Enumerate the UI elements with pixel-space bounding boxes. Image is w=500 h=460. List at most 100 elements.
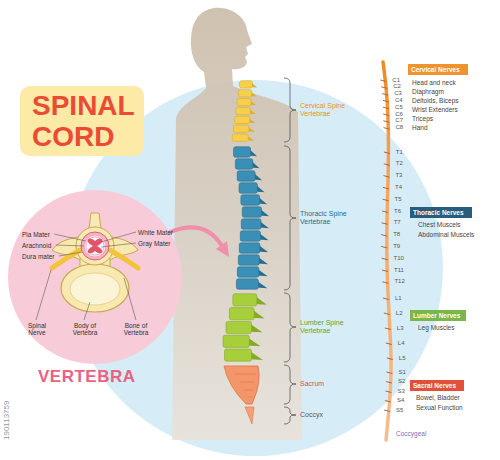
leader-line [124, 278, 136, 320]
leader-line [56, 245, 84, 246]
region-label: Coccyx [300, 411, 323, 419]
nerve-label: T12 [394, 278, 404, 285]
bracket [284, 146, 296, 290]
nerve-label: C7 [395, 117, 403, 124]
nerve-root-tick [381, 87, 387, 89]
nerve-root-tick [385, 401, 391, 403]
nerve-label: T6 [394, 208, 401, 215]
pointer-arrow [170, 227, 222, 246]
nerve-label: T4 [395, 184, 402, 191]
function-label: Bowel, Bladder [416, 394, 460, 401]
region-label: Sacrum [300, 380, 324, 388]
nerve-label: T7 [394, 219, 401, 226]
nerve-label: T9 [393, 243, 400, 250]
vertebra [238, 90, 252, 97]
leader-line [59, 252, 82, 256]
coccyx [245, 407, 254, 424]
nerve-root-tick [383, 298, 389, 300]
nerve-label: T5 [395, 196, 402, 203]
function-label: Deltoids, Biceps [412, 97, 459, 104]
vertebra [235, 116, 250, 123]
sacrum-segment [249, 397, 253, 398]
sacrum-segment [244, 390, 253, 391]
nerve-root-tick [384, 164, 390, 166]
nerve-label: L3 [397, 325, 404, 332]
nerve-root-tick [387, 358, 393, 360]
nerve-label: L5 [399, 355, 406, 362]
bracket [284, 365, 296, 404]
group-heading: Thoracic Nerves [413, 207, 469, 218]
nerve-root-tick [384, 410, 390, 412]
nerve-root-tick [382, 223, 388, 225]
nerve-root-tick [382, 211, 388, 213]
nerve-group-tag: Cervical Nerves [408, 64, 468, 75]
nerve-root-tick [383, 199, 389, 201]
nerve-label: T3 [395, 172, 402, 179]
part-label: Spinal Nerve [22, 322, 52, 336]
pointer-arrowhead [216, 241, 229, 257]
vertebra [237, 171, 255, 181]
vertebra [229, 308, 254, 320]
part-label: Pia Mater [22, 231, 50, 238]
vertebra [233, 125, 249, 132]
function-label: Abdominal Muscels [418, 231, 474, 238]
vertebra [240, 231, 260, 241]
vertebra [223, 335, 249, 347]
vertebra [241, 195, 260, 205]
bracket [284, 78, 296, 142]
nerve-root-tick [383, 107, 389, 109]
nerve-root-tick [382, 258, 388, 260]
nerve-root-tick [383, 114, 389, 116]
function-label: Leg Muscles [418, 324, 455, 331]
nerve-label: S3 [397, 388, 404, 395]
part-label: Gray Mater [138, 240, 171, 247]
vertebra [238, 255, 259, 265]
nerve-group-tag: Sacral Nerves [410, 380, 464, 391]
nerve-root-tick [386, 372, 392, 374]
vertebral-body-core [70, 273, 120, 305]
watermark: 190113759 [3, 401, 12, 440]
vertebra [239, 243, 260, 253]
nerve-label: S4 [397, 397, 404, 404]
vertebra [241, 219, 261, 229]
vertebra [226, 321, 252, 333]
vertebra [234, 147, 251, 157]
nerve-root-tick [383, 100, 389, 102]
part-label: Body of Vertebra [68, 322, 102, 336]
nerve-root-tick [386, 343, 392, 345]
nerve-label: T10 [394, 255, 404, 262]
function-label: Triceps [412, 115, 433, 122]
nerve-root-tick [382, 94, 388, 96]
nerve-label: C8 [395, 124, 403, 131]
nerve-label: S2 [398, 378, 405, 385]
nerve-label: T11 [394, 267, 404, 274]
nerve-root-tick [381, 246, 387, 248]
nerve-label: S1 [398, 369, 405, 376]
function-label: Hand [412, 124, 428, 131]
nerve-group-tag: Lumber Nerves [410, 310, 466, 321]
leader-line [36, 270, 51, 320]
nerve-label: L2 [396, 310, 403, 317]
region-label: Thoracic Spine Vertebrae [300, 210, 356, 225]
nerve-label: C5 [395, 104, 403, 111]
dura-mater [81, 232, 109, 260]
nerve-label: T2 [396, 160, 403, 167]
group-heading: Sacral Nerves [413, 380, 461, 391]
function-label: Wrist Extenders [412, 106, 458, 113]
nerve-root-tick [386, 382, 392, 384]
nerve-root-tick [385, 328, 391, 330]
region-label: Cervical Spine Vertebrae [300, 102, 356, 117]
nerve-group-tag: Thoracic Nerves [410, 207, 472, 218]
spine-illustration [223, 81, 269, 424]
nerve-label: L4 [398, 340, 405, 347]
nerve-label: T8 [393, 231, 400, 238]
function-label: Diaphragm [412, 88, 444, 95]
group-heading: Cervical Nerves [411, 64, 465, 75]
section-heading: VERTEBRA [38, 368, 136, 387]
nerve-label: C3 [394, 90, 402, 97]
nerve-root-tick [380, 80, 386, 82]
vertebra [239, 183, 257, 193]
